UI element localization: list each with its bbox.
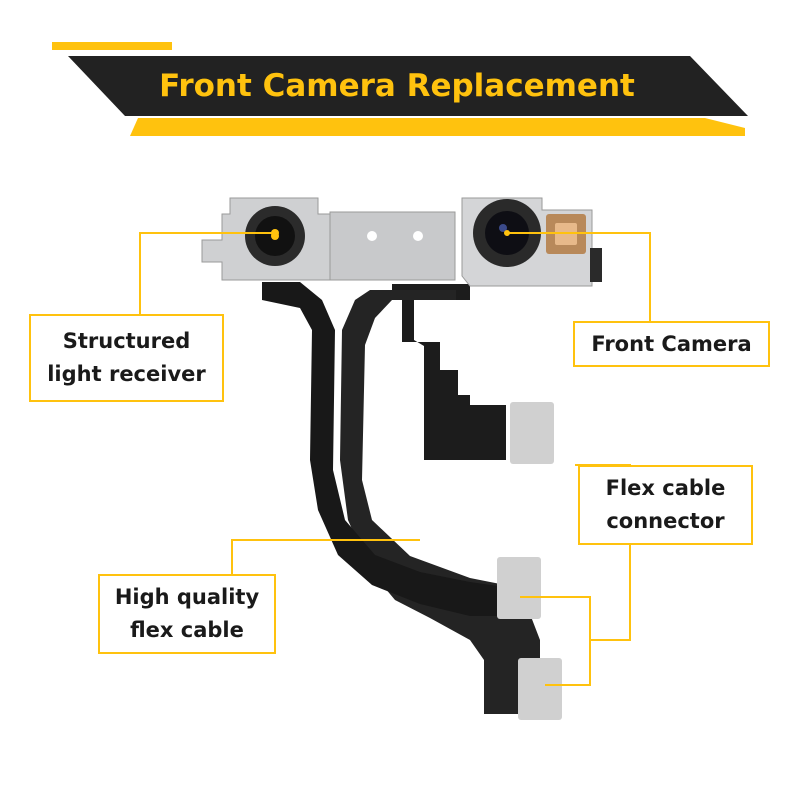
bracket-middle	[329, 211, 456, 281]
banner-dark-band	[68, 56, 748, 116]
leader-connector-middle	[520, 596, 591, 686]
label-front-camera-line1: Front Camera	[591, 331, 752, 356]
label-flex-cable-line1: High quality	[114, 585, 260, 609]
label-structured-light-line1: Structured	[62, 329, 191, 353]
label-structured-light-line2: light receiver	[47, 362, 206, 386]
leader-dot-front-camera	[504, 230, 510, 236]
label-flex-cable-connector: Flex cable connector	[578, 465, 753, 545]
label-flex-connector-line2: connector	[606, 509, 725, 533]
banner-accent-bottom	[130, 118, 745, 136]
title-banner: Front Camera Replacement	[52, 42, 748, 136]
flex-cable-assembly	[262, 282, 540, 714]
banner-accent-top	[52, 42, 172, 50]
leader-dot-structured-light	[271, 229, 279, 237]
label-high-quality-flex-cable: High quality flex cable	[98, 574, 276, 654]
label-flex-connector-line1: Flex cable	[605, 476, 726, 500]
label-flex-cable-line2: flex cable	[130, 618, 244, 642]
connector-pad-bottom	[518, 658, 562, 720]
flex-strand-front	[262, 282, 498, 616]
connector-pads	[497, 402, 562, 720]
page-title: Front Camera Replacement	[159, 68, 635, 104]
flex-branch-upper	[392, 284, 506, 460]
connector-pad-middle	[497, 557, 541, 619]
leader-structured-light	[139, 232, 275, 315]
side-tab	[590, 248, 602, 282]
label-structured-light-receiver: Structured light receiver	[29, 314, 224, 402]
label-front-camera: Front Camera	[573, 321, 770, 367]
bracket-hole-2	[413, 231, 423, 241]
bracket-hole-1	[367, 231, 377, 241]
camera-bracket	[201, 197, 602, 287]
leader-flex-cable	[231, 539, 420, 575]
leader-front-camera	[507, 232, 651, 322]
front-camera-glint	[499, 224, 507, 232]
connector-pad-top	[510, 402, 554, 464]
